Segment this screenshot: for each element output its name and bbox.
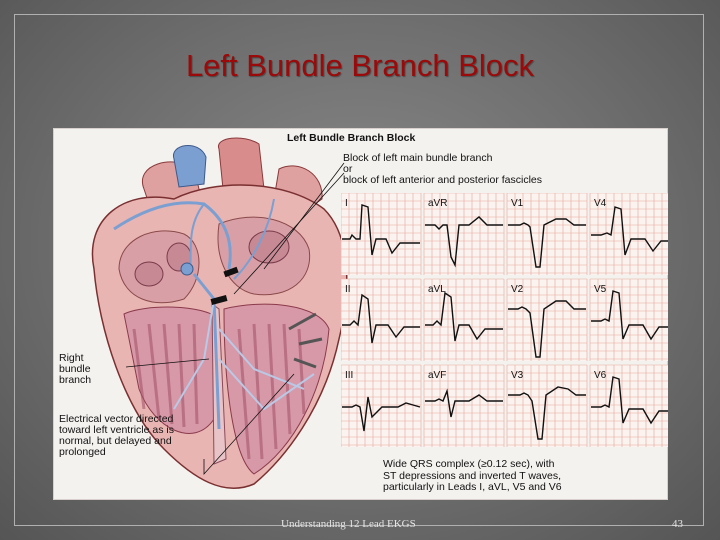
page-number: 43 (672, 518, 683, 530)
figure-panel: Left Bundle Branch Block Block of left m… (53, 128, 668, 500)
ecg-lead-label: aVF (428, 370, 446, 381)
slide-title: Left Bundle Branch Block (185, 48, 535, 83)
ecg-lead-v5: V5 (589, 278, 668, 361)
ecg-lead-i: I (341, 193, 422, 275)
ecg-trace (508, 386, 586, 440)
ecg-trace (508, 300, 586, 358)
callout-vector-line-3: normal, but delayed and (59, 435, 172, 447)
ecg-lead-label: V4 (594, 198, 607, 209)
callout-block-line-3: block of left anterior and posterior fas… (343, 174, 543, 186)
caption-line-3: particularly in Leads I, aVL, V5 and V6 (383, 481, 562, 493)
ecg-lead-label: aVR (428, 198, 447, 209)
callout-vector-line-1: Electrical vector directed (59, 413, 174, 425)
ecg-trace (508, 218, 586, 268)
ecg-trace (342, 204, 420, 256)
slide-footer: Understanding 12 Lead EKGS (281, 518, 416, 530)
heart-illustration (91, 137, 348, 489)
callout-vector-line-2: toward left ventricle as is (59, 424, 174, 436)
caption-line-1: Wide QRS complex (≥0.12 sec), with (383, 458, 555, 470)
callout-vector-line-4: prolonged (59, 446, 106, 458)
ecg-lead-label: V6 (594, 370, 607, 381)
ecg-lead-label: III (345, 370, 353, 381)
callout-vector: Electrical vector directed toward left v… (59, 414, 174, 458)
ecg-trace (425, 388, 503, 418)
ecg-lead-v6: V6 (589, 364, 668, 447)
ecg-trace (342, 293, 420, 344)
ecg-lead-label: aVL (428, 284, 446, 295)
ecg-lead-label: V3 (511, 370, 524, 381)
ecg-lead-avl: aVL (423, 278, 505, 361)
callout-block-line-1: Block of left main bundle branch (343, 152, 493, 164)
ecg-lead-label: V1 (511, 198, 524, 209)
ecg-lead-avf: aVF (423, 364, 505, 447)
ecg-lead-label: V5 (594, 284, 607, 295)
figure-caption: Wide QRS complex (≥0.12 sec), with ST de… (383, 458, 665, 494)
ecg-lead-iii: III (341, 364, 422, 447)
ecg-trace (425, 291, 503, 342)
ecg-lead-v1: V1 (506, 193, 588, 275)
ecg-lead-v3: V3 (506, 364, 588, 447)
ecg-trace (591, 376, 668, 425)
callout-right-bundle-line-2: bundle (59, 363, 91, 375)
callout-block: Block of left main bundle branch or bloc… (343, 153, 542, 186)
callout-right-bundle: Right bundle branch (59, 353, 91, 386)
ecg-lead-ii: II (341, 278, 422, 361)
callout-right-bundle-line-3: branch (59, 374, 92, 386)
ecg-trace (342, 396, 421, 432)
ecg-lead-v2: V2 (506, 278, 588, 361)
ecg-lead-avr: aVR (423, 193, 505, 275)
callout-right-bundle-line-1: Right (59, 352, 84, 364)
ecg-lead-v4: V4 (589, 193, 668, 275)
ecg-trace (591, 290, 668, 341)
callout-block-line-2: or (343, 163, 353, 175)
ecg-lead-label: II (345, 284, 351, 295)
ecg-lead-label: I (345, 198, 348, 209)
figure-title: Left Bundle Branch Block (287, 132, 416, 144)
caption-line-2: ST depressions and inverted T waves, (383, 469, 562, 482)
ecg-trace (591, 206, 668, 256)
ecg-trace (425, 216, 503, 268)
ecg-lead-label: V2 (511, 284, 524, 295)
slide-frame (14, 14, 704, 526)
